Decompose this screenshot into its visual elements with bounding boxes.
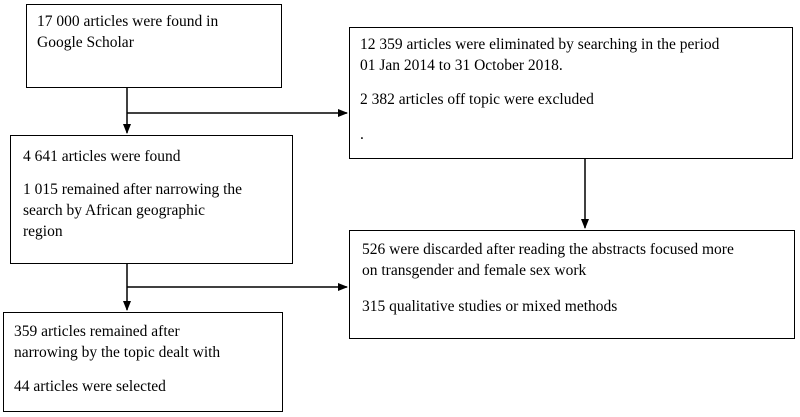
box-e-text-1: 359 articles remained after narrowing by…	[14, 323, 221, 361]
box-c-text-1: 4 641 articles were found	[23, 148, 181, 165]
box-b-text-2: 2 382 articles off topic were excluded	[360, 91, 594, 108]
box-b-text-1: 12 359 articles were eliminated by searc…	[360, 36, 720, 74]
box-e-text-2: 44 articles were selected	[14, 378, 166, 395]
box-discarded: 526 were discarded after reading the abs…	[349, 230, 795, 339]
box-b-text-3: .	[360, 126, 364, 143]
box-found: 4 641 articles were found 1 015 remained…	[10, 135, 293, 264]
box-selected: 359 articles remained after narrowing by…	[3, 312, 283, 412]
box-c-text-2: 1 015 remained after narrowing the searc…	[23, 181, 243, 240]
box-eliminated: 12 359 articles were eliminated by searc…	[349, 27, 793, 159]
box-a-text: 17 000 articles were found in Google Sch…	[37, 13, 219, 51]
box-google-scholar: 17 000 articles were found in Google Sch…	[26, 4, 282, 88]
box-d-text-1: 526 were discarded after reading the abs…	[362, 241, 734, 279]
box-d-text-2: 315 qualitative studies or mixed methods	[362, 298, 618, 315]
